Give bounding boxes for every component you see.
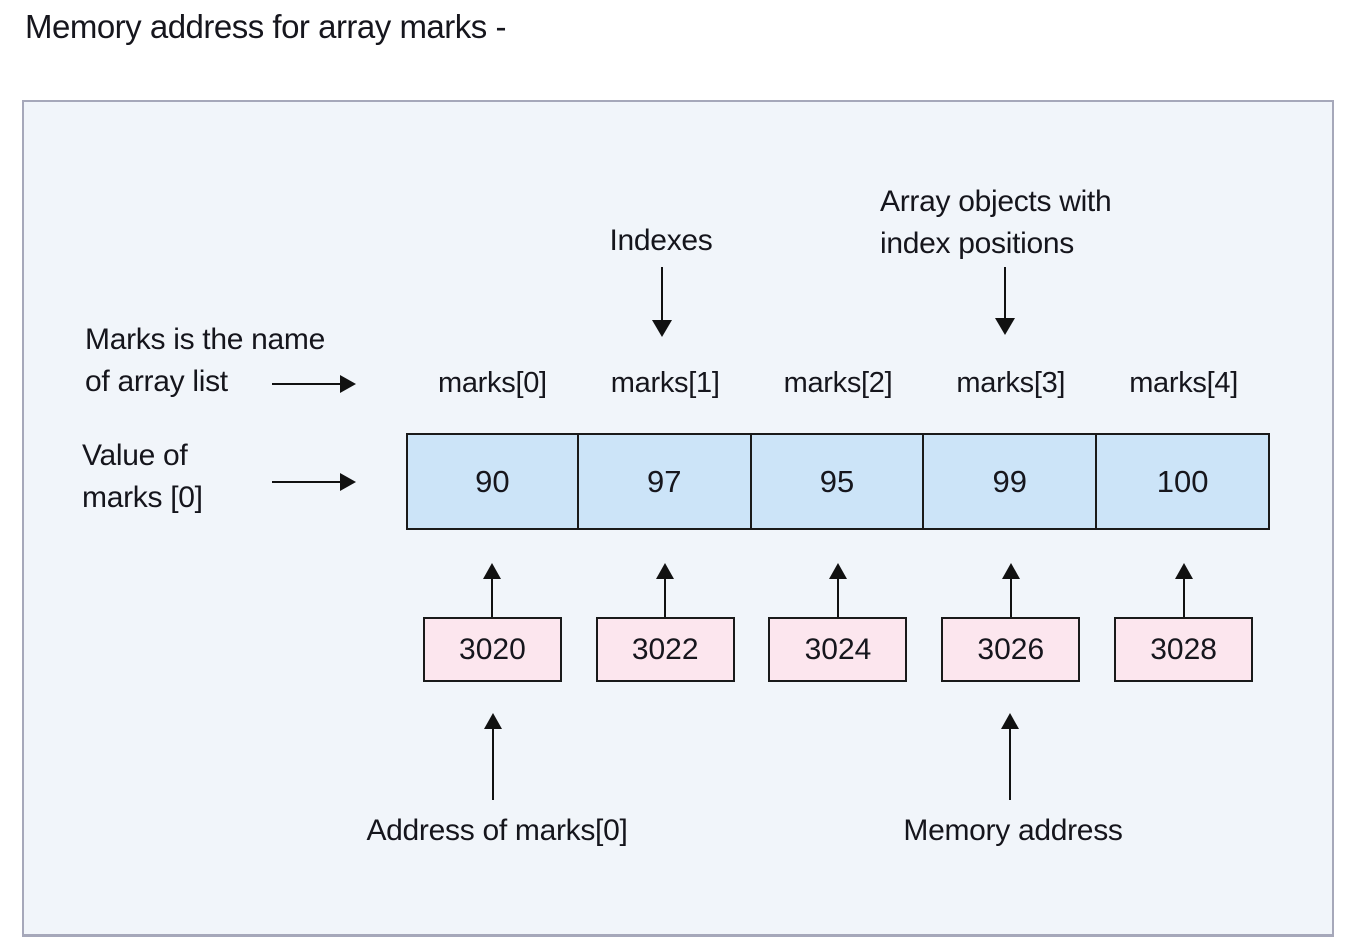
value-label: Value of marks [0] <box>82 435 203 519</box>
address-of-label: Address of marks[0] <box>366 814 628 847</box>
value-line1: Value of <box>82 439 188 472</box>
array-cell: 95 <box>749 433 925 530</box>
array-diagram: marks[0] 90 3020 marks[1] 97 3022 marks[… <box>406 363 1270 682</box>
array-cell: 100 <box>1095 433 1270 530</box>
address-box: 3028 <box>1114 617 1254 682</box>
value-line2: marks [0] <box>82 481 203 514</box>
array-objects-label: Array objects with index positions <box>880 181 1112 265</box>
address-arrow-up-icon <box>1174 563 1194 617</box>
array-column-3: marks[3] 99 3026 <box>922 363 1098 682</box>
address-box: 3020 <box>422 617 562 682</box>
indexes-label: Indexes <box>609 224 713 257</box>
address-arrow-up-icon <box>1001 563 1021 617</box>
index-label: marks[4] <box>1129 367 1238 399</box>
array-objects-line2: index positions <box>880 227 1074 260</box>
address-of-arrow-up-icon <box>483 713 503 800</box>
array-objects-arrow-down-icon <box>995 267 1015 335</box>
array-column-2: marks[2] 95 3024 <box>749 363 925 682</box>
array-column-1: marks[1] 97 3022 <box>576 363 752 682</box>
array-column-4: marks[4] 100 3028 <box>1095 363 1270 682</box>
value-arrow-right-icon <box>272 473 356 491</box>
address-arrow-up-icon <box>655 563 675 617</box>
address-arrow-up-icon <box>828 563 848 617</box>
address-arrow-up-icon <box>482 563 502 617</box>
index-label: marks[2] <box>783 367 893 399</box>
marks-name-label: Marks is the name of array list <box>85 319 325 403</box>
index-label: marks[1] <box>610 367 720 399</box>
marks-name-line1: Marks is the name <box>85 323 325 356</box>
marks-name-line2: of array list <box>85 365 228 398</box>
address-box: 3022 <box>595 617 735 682</box>
index-label: marks[3] <box>956 367 1066 399</box>
array-objects-line1: Array objects with <box>880 185 1112 218</box>
marks-name-arrow-right-icon <box>272 375 356 393</box>
address-box: 3024 <box>768 617 908 682</box>
array-cell: 90 <box>406 433 579 530</box>
indexes-arrow-down-icon <box>652 267 672 337</box>
array-column-0: marks[0] 90 3020 <box>406 363 579 682</box>
array-cell: 97 <box>576 433 752 530</box>
array-cell: 99 <box>922 433 1098 530</box>
index-label: marks[0] <box>438 367 547 399</box>
page-title: Memory address for array marks - <box>25 8 506 45</box>
address-box: 3026 <box>941 617 1081 682</box>
memory-address-arrow-up-icon <box>1000 713 1020 800</box>
memory-address-label: Memory address <box>903 814 1123 847</box>
